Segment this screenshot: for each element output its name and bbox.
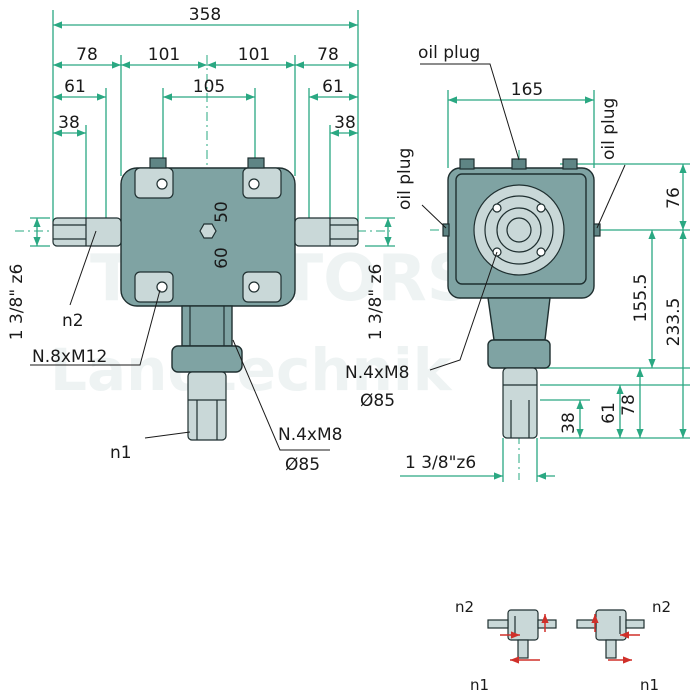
rot2-n2: n2 xyxy=(652,598,671,616)
dim-101-right: 101 xyxy=(238,45,270,65)
dim-38-right: 38 xyxy=(334,113,356,133)
watermark-line2: Landtechnik xyxy=(50,336,453,404)
dim-side-38: 38 xyxy=(559,412,579,434)
label-front-bolts-m8: N.4xM8 xyxy=(278,425,342,445)
label-n2: n2 xyxy=(62,311,84,331)
front-leaders xyxy=(30,230,330,451)
rot2-n1: n1 xyxy=(640,676,659,694)
label-side-bolts-m8: N.4xM8 xyxy=(345,363,409,383)
front-right-shaft xyxy=(294,217,359,247)
rotation-diagram-2: n2 n1 xyxy=(576,598,671,694)
dim-38-left: 38 xyxy=(58,113,80,133)
dim-358: 358 xyxy=(189,5,221,25)
dim-105: 105 xyxy=(193,77,225,97)
dim-side-shaft-dia: 1 3/8"z6 xyxy=(405,453,476,473)
dim-101-left: 101 xyxy=(148,45,180,65)
dim-shaft-dia-right: 1 3/8" z6 xyxy=(366,264,386,341)
dim-50: 50 xyxy=(212,201,232,223)
dim-side-61: 61 xyxy=(599,402,619,424)
front-dimension-texts: 358 78 101 101 78 61 105 61 38 38 50 60 … xyxy=(7,5,386,340)
label-oil-plug-left: oil plug xyxy=(395,148,415,210)
rot1-n2: n2 xyxy=(455,598,474,616)
rot1-n1: n1 xyxy=(470,676,489,694)
front-left-shaft xyxy=(52,217,122,247)
dim-shaft-dia-left: 1 3/8" z6 xyxy=(7,264,27,341)
label-n1: n1 xyxy=(110,443,132,463)
front-view: 358 78 101 101 78 61 105 61 38 38 50 60 … xyxy=(7,5,395,475)
front-housing xyxy=(120,157,296,441)
label-side-bolt-circle: Ø85 xyxy=(360,391,395,411)
dim-78-right: 78 xyxy=(317,45,339,65)
dim-61-right: 61 xyxy=(322,77,344,97)
dim-165: 165 xyxy=(511,80,543,100)
dim-155-5: 155.5 xyxy=(631,274,651,323)
side-leaders xyxy=(420,63,626,371)
side-housing xyxy=(442,158,601,439)
side-dimension-texts: 165 76 155.5 233.5 38 61 78 1 3/8"z6 xyxy=(405,80,684,473)
rotation-diagram-1: n2 n1 xyxy=(455,598,557,694)
label-oil-plug-right: oil plug xyxy=(599,98,619,160)
label-oil-plug-top: oil plug xyxy=(418,43,480,63)
side-dimension-lines xyxy=(400,96,687,482)
side-view: 165 76 155.5 233.5 38 61 78 1 3/8"z6 oil… xyxy=(345,43,690,482)
dim-side-78: 78 xyxy=(619,394,639,416)
dim-60: 60 xyxy=(212,247,232,269)
dim-76: 76 xyxy=(664,187,684,209)
label-front-bolt-circle: Ø85 xyxy=(285,455,320,475)
dim-78-left: 78 xyxy=(76,45,98,65)
dim-61-left: 61 xyxy=(64,77,86,97)
dim-233-5: 233.5 xyxy=(664,298,684,347)
label-bolts-m12: N.8xM12 xyxy=(32,347,107,367)
